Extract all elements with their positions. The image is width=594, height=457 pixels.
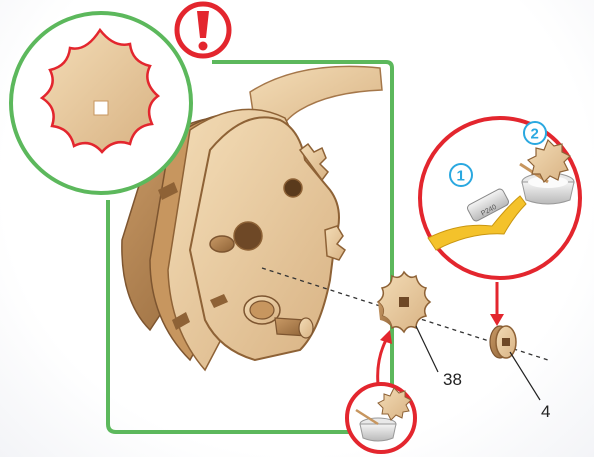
zoom-detail-circle [11, 13, 191, 193]
step-two-badge: 2 [531, 126, 539, 143]
step-one-badge: 1 [457, 168, 465, 185]
glue-hint-circle [347, 384, 415, 452]
gear-part-38 [378, 272, 430, 332]
glue-step-circle: P240 1 2 [420, 118, 580, 278]
part-number-4: 4 [541, 402, 550, 422]
spacer-part-4 [490, 326, 516, 358]
part-number-38: 38 [443, 370, 462, 390]
warning-icon [177, 4, 229, 56]
